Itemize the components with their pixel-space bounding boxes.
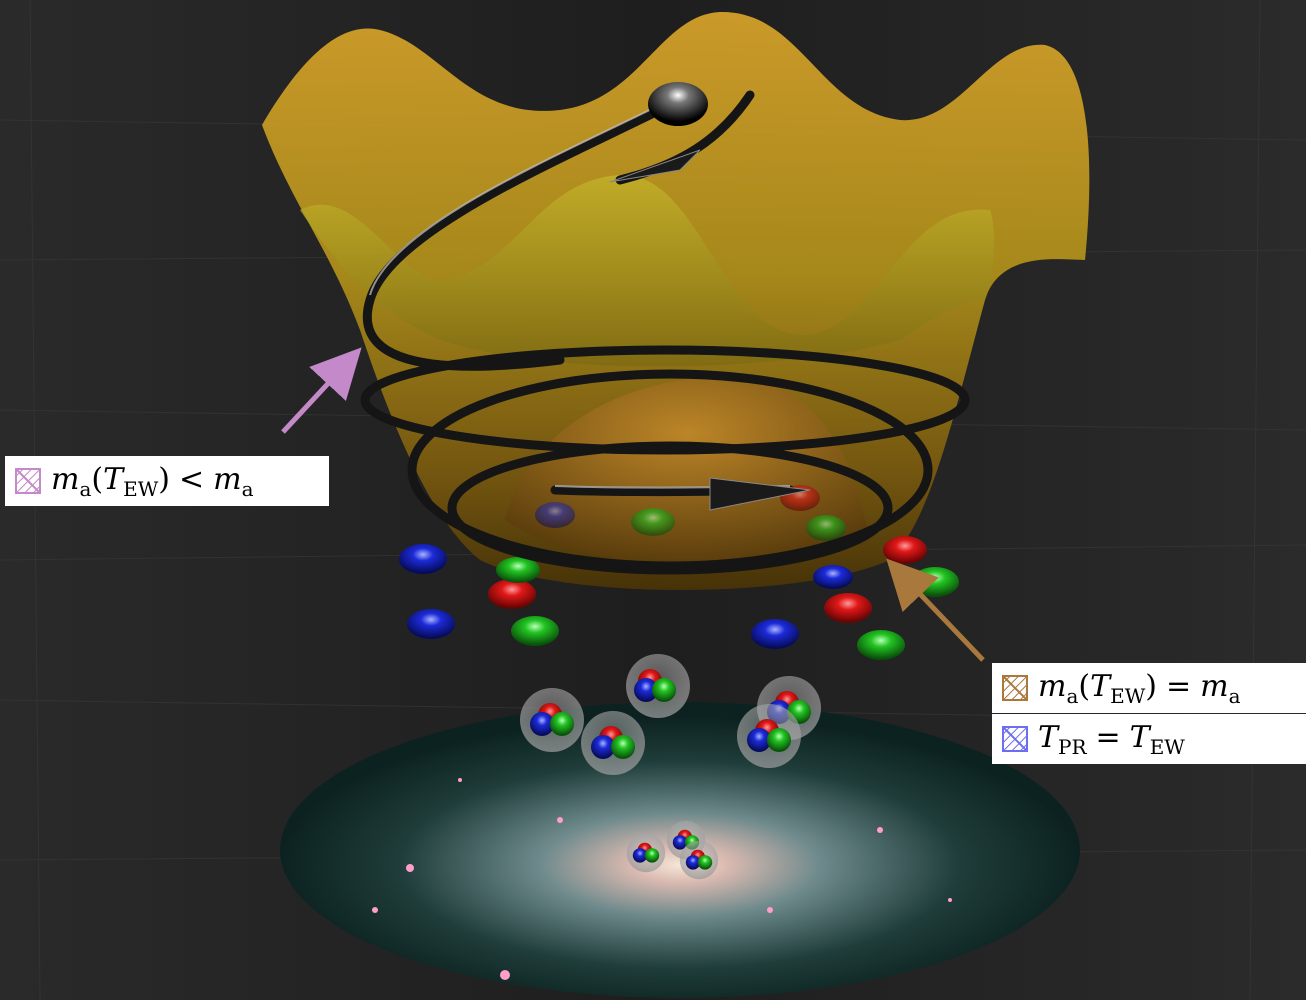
swatch-right-top-icon	[1002, 675, 1028, 701]
galaxy-stars	[372, 778, 952, 980]
swatch-left-icon	[15, 468, 41, 494]
axion-trajectory	[360, 90, 970, 575]
swatch-right-bottom-icon	[1002, 726, 1028, 752]
pointer-arrow-right	[886, 558, 985, 662]
pointer-arrow-left	[281, 347, 362, 434]
hadrons	[520, 654, 821, 880]
label-right-bottom: TPR=TEW	[992, 714, 1306, 764]
label-right-top: ma(TEW)=ma	[992, 663, 1306, 713]
potential-inner-surface	[300, 174, 995, 367]
potential-central-bump	[505, 377, 870, 567]
label-left: ma(TEW)<ma	[5, 456, 329, 506]
trajectory-arrowhead-bottom	[709, 477, 811, 511]
free-quarks	[399, 485, 959, 660]
label-right-bottom-formula: TPR=TEW	[1038, 719, 1185, 759]
trajectory-arrowhead-top	[609, 149, 701, 183]
label-left-formula: ma(TEW)<ma	[51, 461, 254, 501]
label-right-top-formula: ma(TEW)=ma	[1038, 668, 1241, 708]
axion-ball	[648, 82, 708, 126]
